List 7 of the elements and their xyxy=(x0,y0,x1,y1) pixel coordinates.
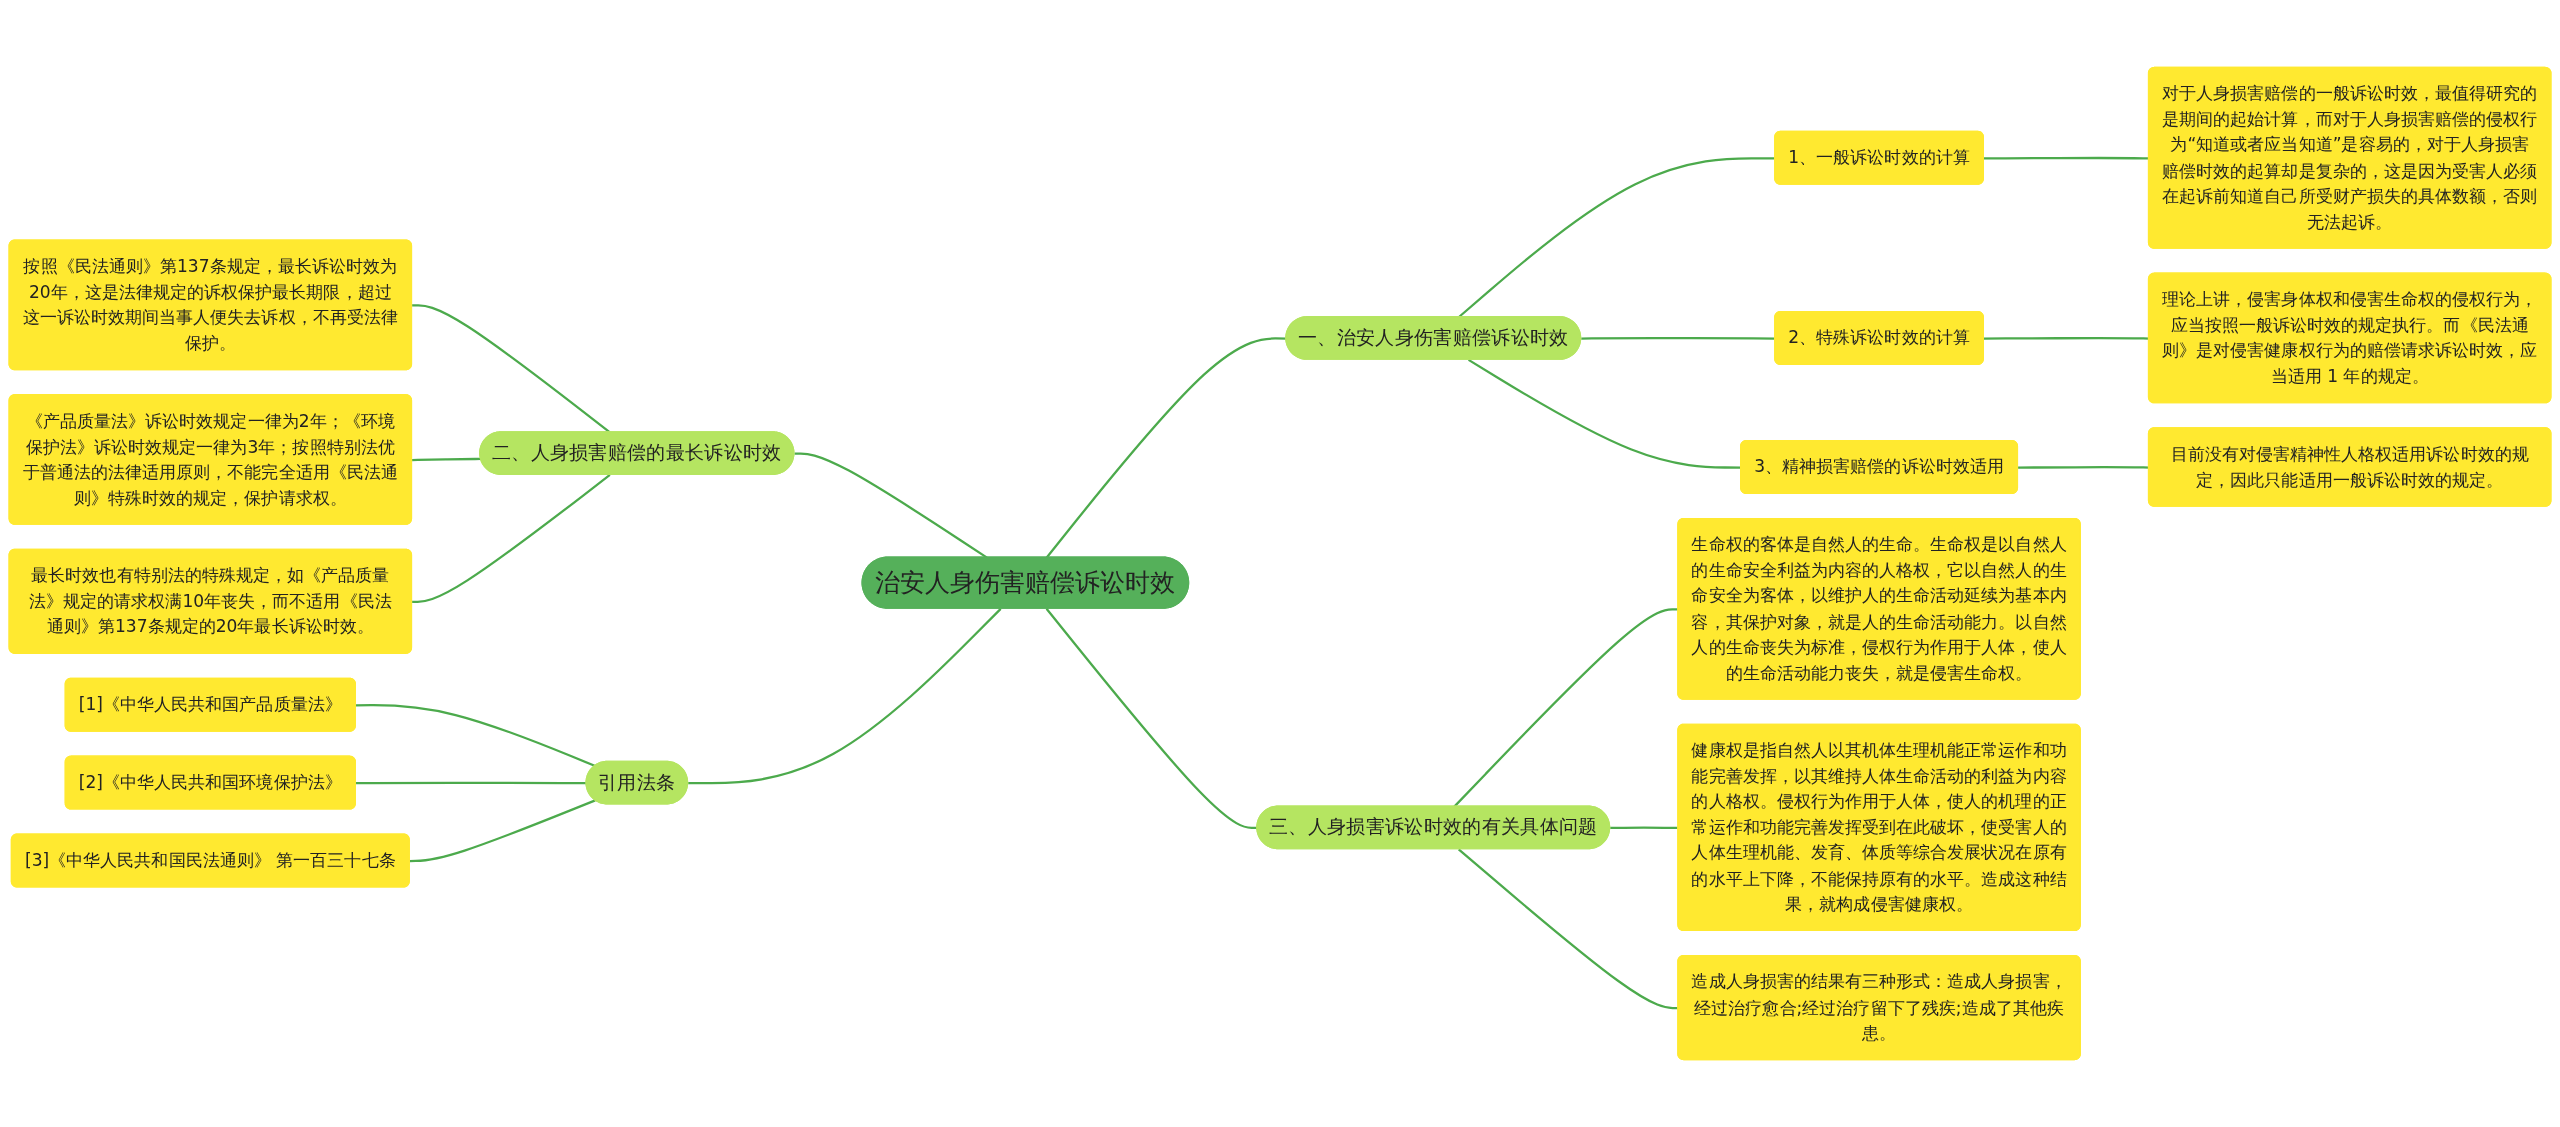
connector xyxy=(355,704,596,768)
connector xyxy=(355,781,587,785)
connector xyxy=(688,608,1002,785)
connector xyxy=(794,452,988,559)
connector xyxy=(409,799,596,863)
connector xyxy=(412,457,481,462)
connector xyxy=(412,474,611,603)
